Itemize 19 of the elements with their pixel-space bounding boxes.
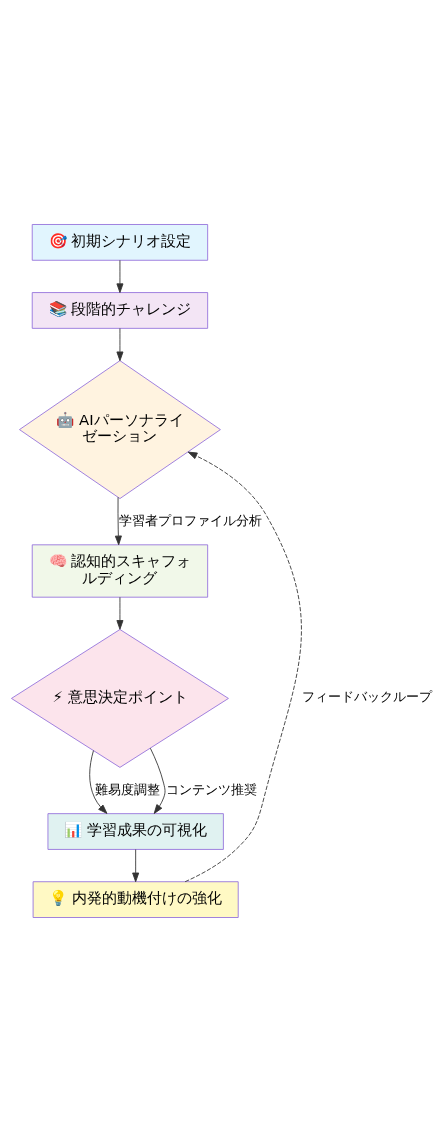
edge-label: 学習者プロファイル分析 xyxy=(119,512,263,528)
edge-label: フィードバックループ xyxy=(301,689,432,705)
arrow xyxy=(116,259,124,293)
arrow xyxy=(116,327,124,362)
node-box: 🧠 認知的スキャフォルディング xyxy=(31,544,209,598)
arrow xyxy=(184,451,302,883)
node-box: 🎯 初期シナリオ設定 xyxy=(31,224,209,261)
node-box: 📚 段階的チャレンジ xyxy=(31,292,209,329)
node-diamond: 🤖 AIパーソナライゼーション xyxy=(19,360,221,499)
arrow xyxy=(116,596,124,630)
arrow xyxy=(132,849,140,883)
edge-label: コンテンツ推奨 xyxy=(166,781,258,797)
node-box: 📊 学習成果の可視化 xyxy=(47,813,224,850)
node-box: 💡 内発的動機付けの強化 xyxy=(32,881,239,918)
arrow xyxy=(149,747,166,814)
node-diamond: ⚡ 意思決定ポイント xyxy=(11,629,229,768)
arrow xyxy=(114,496,122,546)
edge-label: 難易度調整 xyxy=(95,781,161,797)
arrow xyxy=(89,750,108,814)
